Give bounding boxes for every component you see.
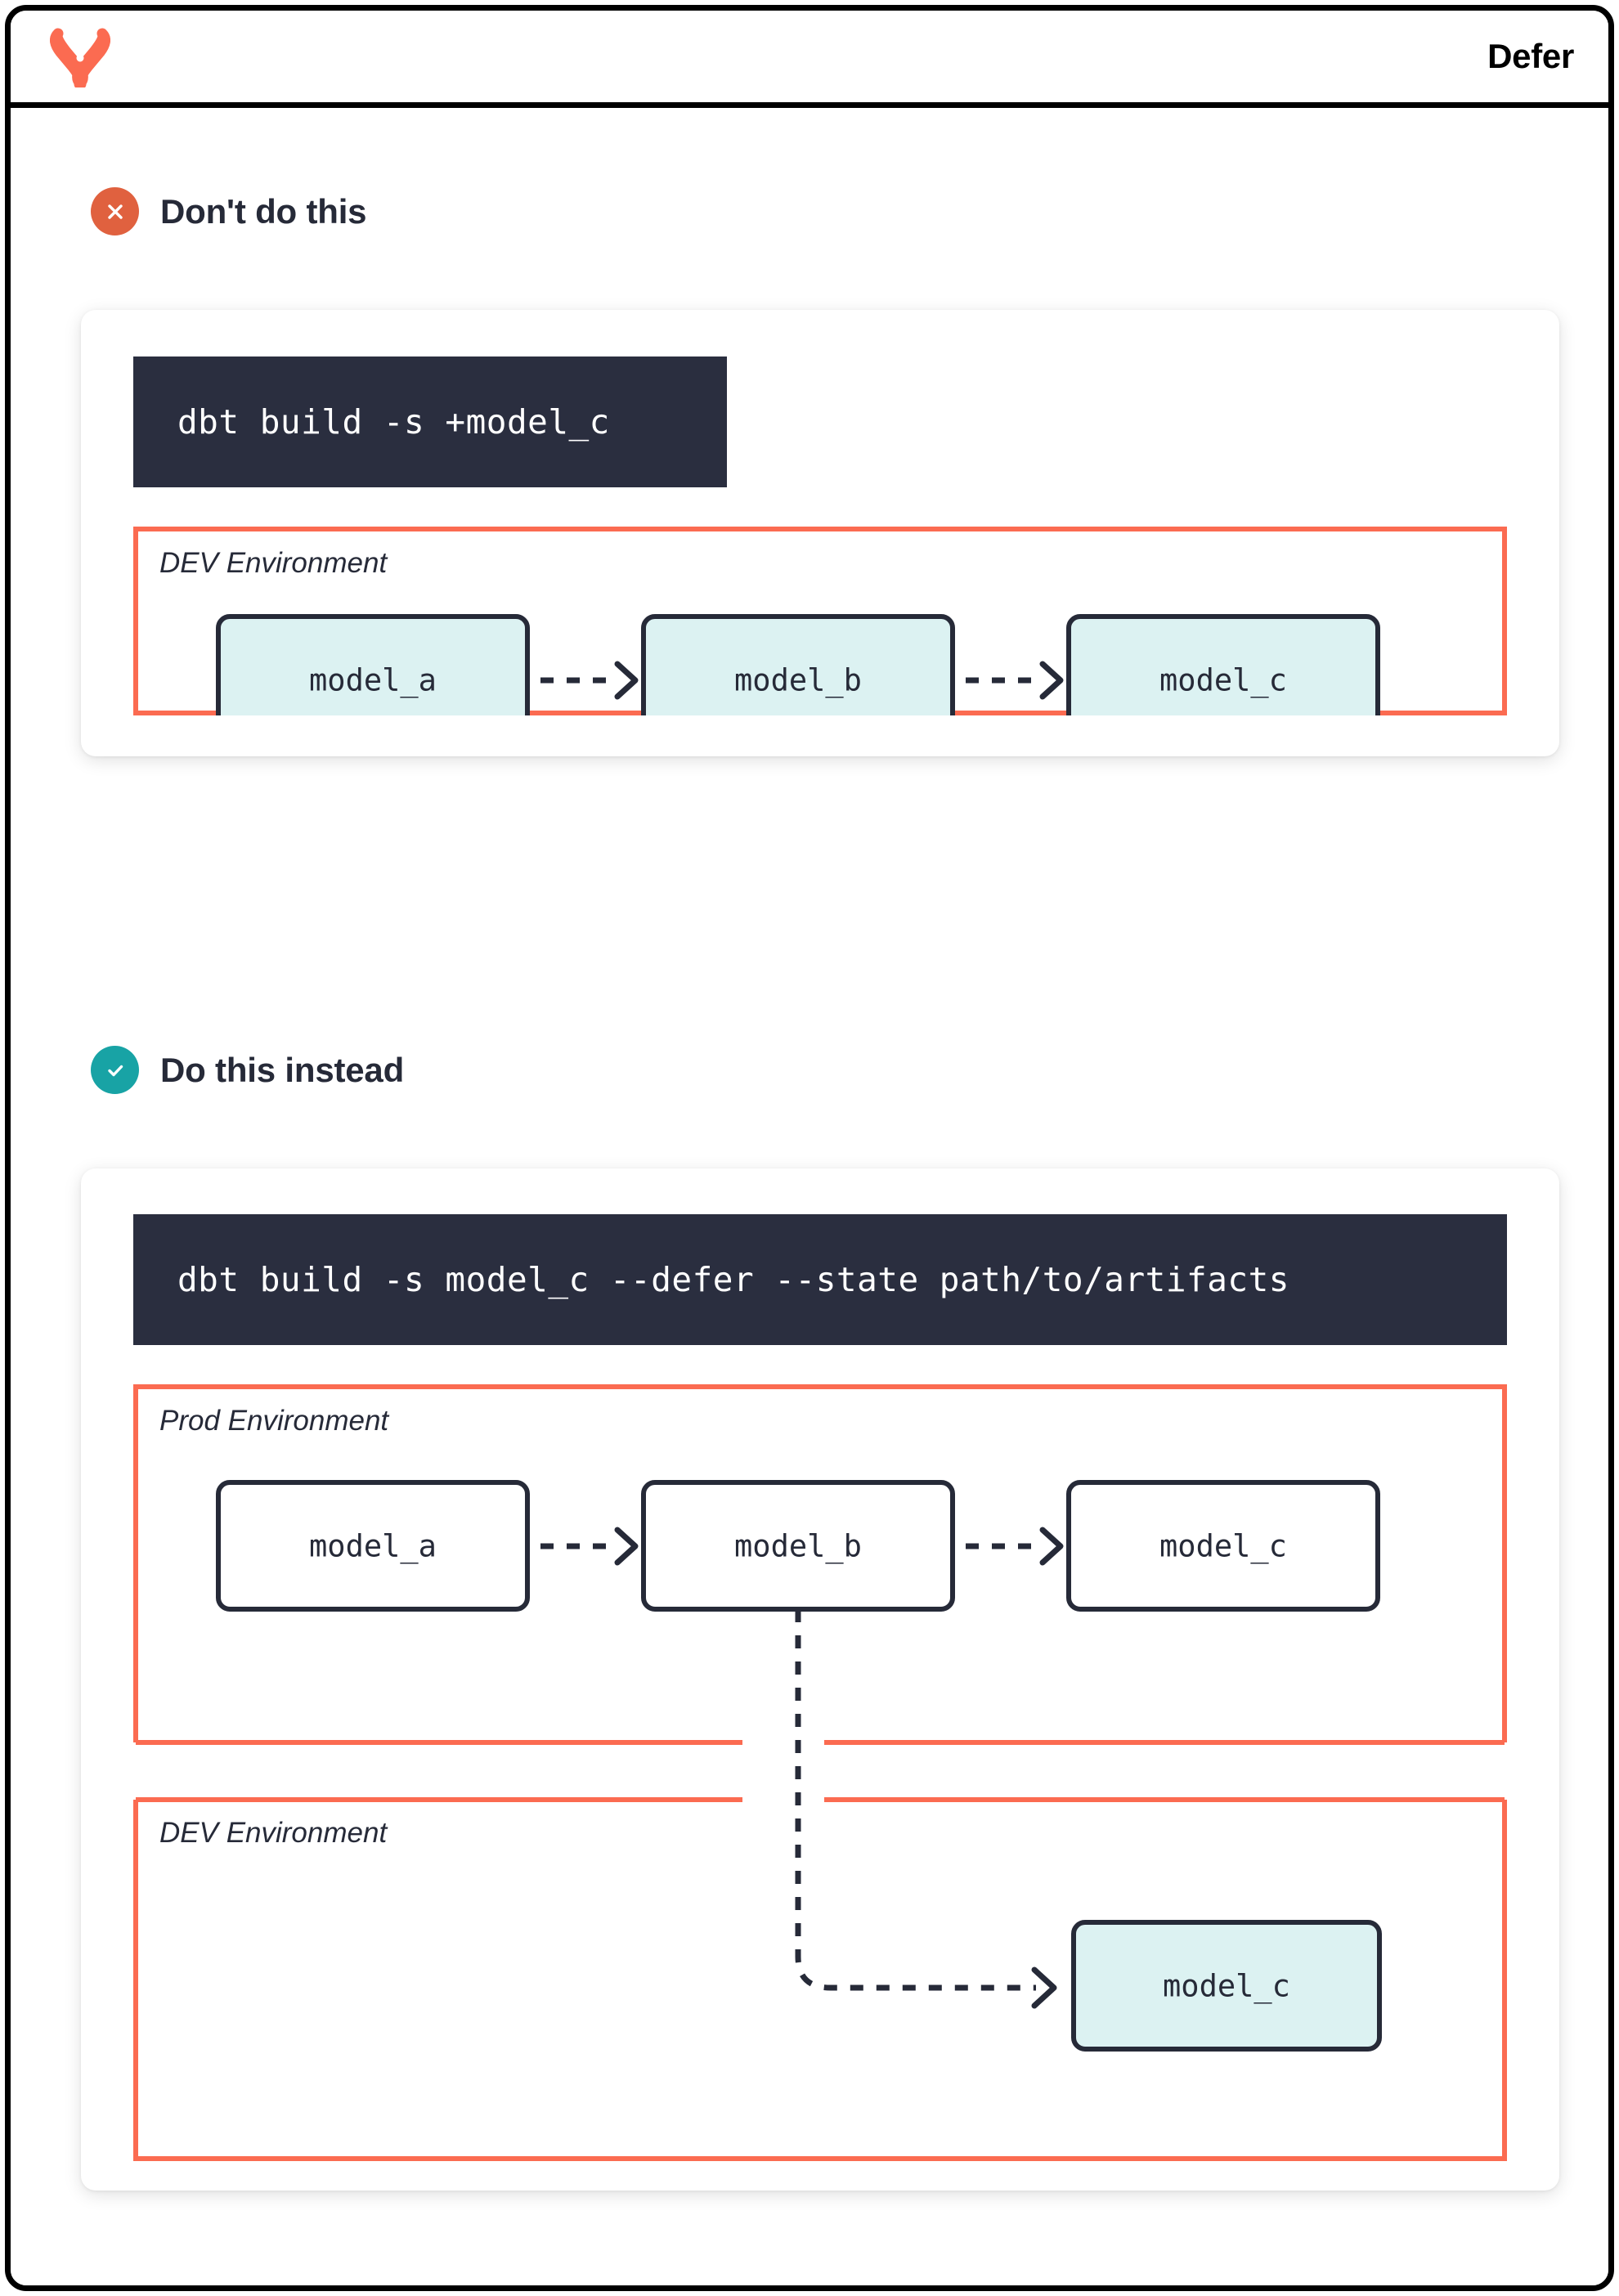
node-dev-model-c: model_c [1163,1969,1290,2005]
section-title-do: Do this instead [160,1050,405,1089]
node-prod-model-c: model_c [1159,1529,1287,1565]
env-box-dev-dont: DEV Environment model_a model_b model [133,527,1507,715]
env-border-prod [133,1384,1507,1745]
node-prod-model-b: model_b [734,1529,862,1565]
env-border-dev [133,1797,1507,2161]
code-text-dont: dbt build -s +model_c [177,402,610,442]
app-header: Defer [11,11,1608,108]
node-prod-model-a: model_a [309,1529,437,1565]
node-model-c-dont: model_c [1159,663,1287,699]
code-text-do: dbt build -s model_c --defer --state pat… [177,1260,1289,1299]
dbt-logo-icon [49,27,111,90]
page-frame: Defer Don't do this dbt build -s +model_… [5,5,1614,2291]
env-label-dev-dont: DEV Environment [159,547,388,579]
section-title-dont: Don't do this [160,191,367,231]
defer-connector [795,1609,1036,1991]
env-group-do: Prod Environment model_a model_b model_c [133,1384,1507,2161]
check-circle-icon [91,1046,139,1094]
card-dont: dbt build -s +model_c DEV Environment mo… [81,310,1559,756]
env-label-prod: Prod Environment [159,1405,389,1437]
card-do: dbt build -s model_c --defer --state pat… [81,1168,1559,2191]
code-block-do: dbt build -s model_c --defer --state pat… [133,1214,1507,1345]
env-label-dev-do: DEV Environment [159,1817,388,1849]
x-circle-icon [91,187,139,235]
board: Don't do this dbt build -s +model_c DEV … [11,114,1608,2285]
node-model-a-dont: model_a [309,663,437,699]
section-header-do: Do this instead [91,1046,404,1094]
page-title: Defer [1487,37,1574,75]
node-model-b-dont: model_b [734,663,862,699]
section-header-dont: Don't do this [91,187,367,235]
code-block-dont: dbt build -s +model_c [133,357,727,487]
